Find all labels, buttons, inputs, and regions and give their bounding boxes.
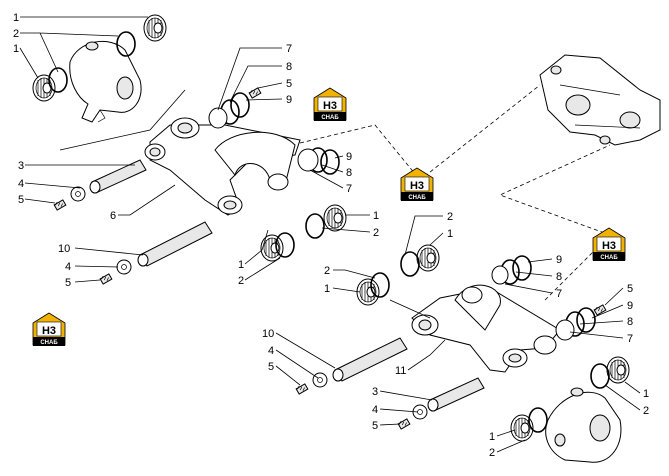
bolt-5-d xyxy=(593,304,607,316)
pin-10-lower xyxy=(332,337,408,382)
callout: 4 xyxy=(18,178,24,190)
callout: 3 xyxy=(18,160,24,172)
callout: 10 xyxy=(262,328,274,340)
washer-4-lower xyxy=(312,372,328,388)
callout: 4 xyxy=(268,345,274,357)
callout: 1 xyxy=(643,388,649,400)
bearing-1-g xyxy=(606,356,630,384)
bushing-7-d xyxy=(555,319,575,341)
bearing-1-f xyxy=(356,278,380,306)
washer-4-upper xyxy=(70,186,86,202)
callout: 1 xyxy=(489,431,495,443)
callout: 9 xyxy=(346,151,352,163)
supplier-badge-4: H3 СНАБ xyxy=(32,312,66,347)
callout: 4 xyxy=(372,404,378,416)
oring-9-a xyxy=(230,92,250,118)
svg-text:СНАБ: СНАБ xyxy=(40,340,58,346)
pin-3-upper xyxy=(89,159,147,194)
oring-9-d xyxy=(576,307,596,333)
supplier-badge-2: H3 СНАБ xyxy=(400,167,434,202)
bearing-1-e xyxy=(416,244,440,272)
steering-knuckle-right xyxy=(545,387,622,463)
lower-control-arm xyxy=(411,284,561,373)
callout: 2 xyxy=(373,227,379,239)
supplier-badge-3: H3 СНАБ xyxy=(592,227,626,262)
bushing-7-b xyxy=(297,148,319,172)
bearing-1-d xyxy=(260,234,284,262)
callout-labels: 1 2 1 7 8 5 9 3 4 5 6 9 8 7 1 2 10 4 5 1… xyxy=(13,12,649,459)
callout: 9 xyxy=(286,94,292,106)
callout: 9 xyxy=(627,300,633,312)
oring-9-c xyxy=(512,255,532,281)
bolt-5-upper xyxy=(53,199,67,211)
leader-lines xyxy=(19,16,641,453)
oring-2-c xyxy=(305,213,325,239)
callout: 7 xyxy=(346,183,352,195)
bolt-5-a xyxy=(248,87,262,99)
callout: 5 xyxy=(627,283,633,295)
callout: 2 xyxy=(324,265,330,277)
callout: 1 xyxy=(373,210,379,222)
oring-2-g xyxy=(590,363,610,389)
callout: 7 xyxy=(286,43,292,55)
callout: 8 xyxy=(286,61,292,73)
callout: 2 xyxy=(489,447,495,459)
bearing-1a xyxy=(143,14,167,42)
callout: 2 xyxy=(447,211,453,223)
bearing-1-c xyxy=(323,204,347,232)
oring-2-e xyxy=(400,251,420,277)
callout: 8 xyxy=(627,316,633,328)
ref-line-lower xyxy=(498,144,611,301)
callout: 5 xyxy=(65,277,71,289)
callout: 8 xyxy=(346,167,352,179)
ref-line-upper xyxy=(299,84,541,181)
steering-knuckle-left xyxy=(69,41,142,123)
callout: 1 xyxy=(238,259,244,271)
callout: 3 xyxy=(372,386,378,398)
callout: 5 xyxy=(372,420,378,432)
oring-2-h xyxy=(528,407,548,433)
bolt-5-mid xyxy=(99,273,113,285)
svg-text:СНАБ: СНАБ xyxy=(600,255,618,261)
callout: 1 xyxy=(13,43,19,55)
washer-4-mid xyxy=(116,259,132,275)
callout: 1 xyxy=(447,228,453,240)
callout: 2 xyxy=(238,275,244,287)
supplier-badge-1: H3 СНАБ xyxy=(313,87,347,122)
bushing-7-c xyxy=(491,265,509,285)
callout: 5 xyxy=(286,78,292,90)
pin-10-upper xyxy=(137,221,213,267)
svg-text:H3: H3 xyxy=(323,100,337,112)
bushing-7-a xyxy=(208,107,228,129)
bolt-5-lower xyxy=(295,383,309,395)
callout: 9 xyxy=(556,254,562,266)
callout: 8 xyxy=(556,271,562,283)
upper-control-arm xyxy=(144,117,301,216)
callout: 7 xyxy=(556,288,562,300)
callout: 7 xyxy=(627,333,633,345)
pin-3-lower xyxy=(427,377,485,412)
axle-housing xyxy=(539,54,661,146)
callout: 6 xyxy=(110,210,116,222)
callout: 2 xyxy=(13,28,19,40)
svg-text:СНАБ: СНАБ xyxy=(408,195,426,201)
svg-text:H3: H3 xyxy=(410,180,424,192)
callout: 4 xyxy=(65,261,71,273)
svg-text:H3: H3 xyxy=(602,240,616,252)
callout: 11 xyxy=(395,365,406,377)
callout: 1 xyxy=(324,283,330,295)
callout: 5 xyxy=(18,194,24,206)
callout: 10 xyxy=(58,243,70,255)
svg-text:СНАБ: СНАБ xyxy=(321,115,339,121)
callout: 2 xyxy=(643,405,649,417)
callout: 5 xyxy=(268,361,274,373)
callout: 1 xyxy=(13,12,19,24)
svg-text:H3: H3 xyxy=(42,325,56,337)
